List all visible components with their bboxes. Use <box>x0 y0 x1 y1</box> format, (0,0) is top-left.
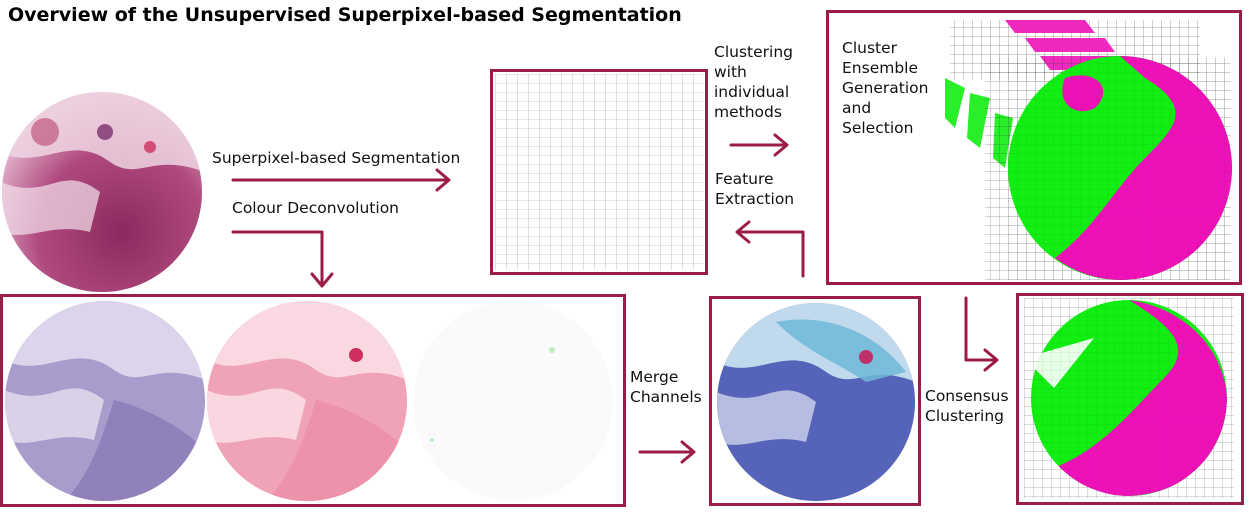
feature-extraction-label: Feature Extraction <box>715 169 794 209</box>
arrow-to-deconvolution-icon <box>231 230 334 288</box>
consensus-label-line: Consensus <box>925 387 1009 405</box>
ensemble-label-line: and <box>842 99 872 117</box>
arrow-to-ensemble-icon <box>729 133 789 157</box>
cluster-ensemble-label: Cluster Ensemble Generation and Selectio… <box>842 38 928 138</box>
superpixel-grid-image <box>495 74 703 270</box>
arrow-feature-extraction-icon <box>735 220 805 278</box>
consensus-clustering-label: Consensus Clustering <box>925 386 1009 426</box>
ensemble-label-line: Cluster <box>842 39 898 57</box>
merge-channels-label: Merge Channels <box>630 367 702 407</box>
arrow-to-superpixel-icon <box>231 168 451 192</box>
clustering-label-line: with <box>714 63 747 81</box>
merge-label-line: Channels <box>630 388 702 406</box>
superpixel-segmentation-label: Superpixel-based Segmentation <box>212 149 461 167</box>
arrow-merge-channels-icon <box>638 440 696 464</box>
clustering-label-line: methods <box>714 103 782 121</box>
cluster-ensemble-stack-image <box>945 20 1232 280</box>
merge-label-line: Merge <box>630 368 679 386</box>
ensemble-label-line: Ensemble <box>842 59 919 77</box>
consensus-clustering-image <box>1024 298 1234 498</box>
clustering-label-line: individual <box>714 83 790 101</box>
ensemble-label-line: Selection <box>842 119 914 137</box>
residual-channel-image <box>413 301 613 501</box>
hematoxylin-channel-image <box>5 301 205 501</box>
colour-deconvolution-label: Colour Deconvolution <box>232 199 399 217</box>
clustering-label-line: Clustering <box>714 43 793 61</box>
clustering-methods-label: Clustering with individual methods <box>714 42 793 122</box>
original-he-tissue-image <box>2 92 202 292</box>
merged-channels-image <box>717 303 915 501</box>
diagram-title: Overview of the Unsupervised Superpixel-… <box>8 4 682 26</box>
arrow-to-consensus-icon <box>964 296 999 372</box>
consensus-label-line: Clustering <box>925 407 1004 425</box>
feature-label-line: Extraction <box>715 190 795 208</box>
feature-label-line: Feature <box>715 170 774 188</box>
eosin-channel-image <box>207 301 407 501</box>
ensemble-label-line: Generation <box>842 79 929 97</box>
